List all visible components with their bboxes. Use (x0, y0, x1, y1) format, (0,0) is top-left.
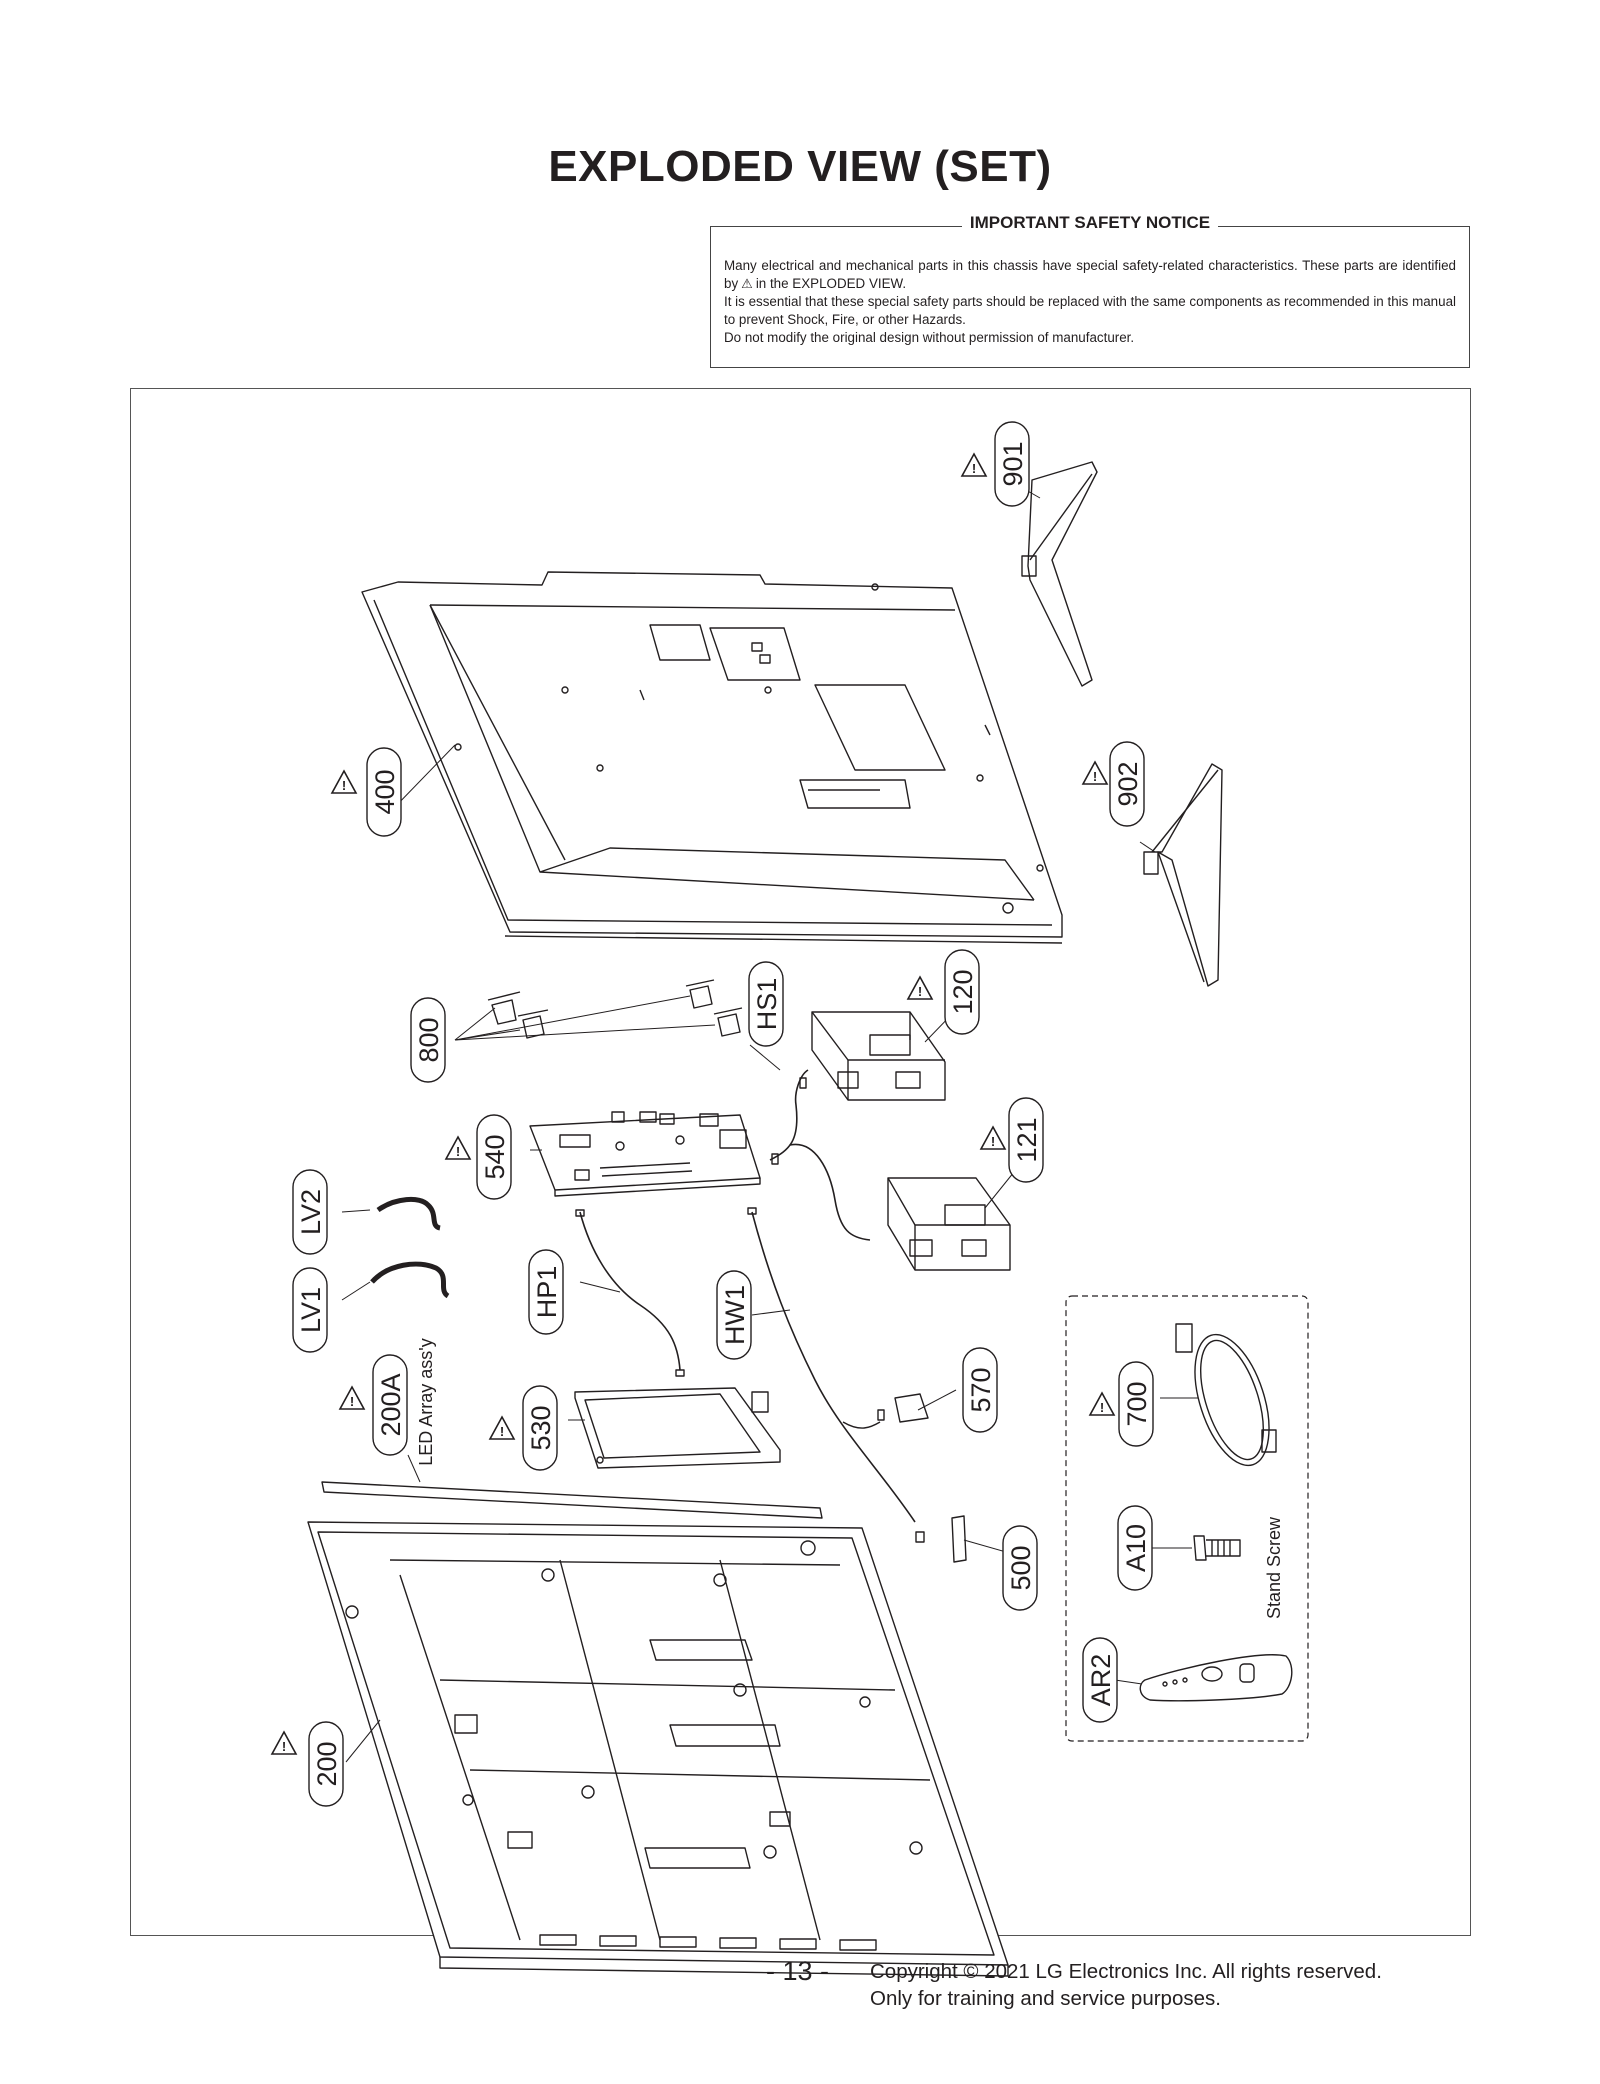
part-label-200a: 200A (372, 1354, 408, 1456)
part-label-570: 570 (962, 1347, 998, 1433)
power-board-120-drawing (811, 1011, 946, 1101)
board-530-drawing (574, 1387, 781, 1469)
clips-800-drawing (487, 979, 743, 1039)
part-label-121: 121 (1008, 1097, 1044, 1183)
svg-text:200: 200 (312, 1741, 342, 1786)
svg-text:500: 500 (1006, 1545, 1036, 1590)
screw-a10-drawing (1193, 1535, 1241, 1561)
svg-text:HS1: HS1 (752, 978, 782, 1031)
part-label-902: 902 (1109, 741, 1145, 827)
cable-lv1-drawing (370, 1261, 450, 1299)
part-label-400: 400 (366, 747, 402, 837)
safety-notice-line1-suffix: in the EXPLODED VIEW. (755, 276, 907, 291)
svg-text:800: 800 (414, 1017, 444, 1062)
svg-text:570: 570 (966, 1367, 996, 1412)
svg-text:A10: A10 (1121, 1524, 1151, 1572)
part-label-hp1: HP1 (528, 1249, 564, 1335)
svg-text:540: 540 (480, 1134, 510, 1179)
copyright-block: Copyright © 2021 LG Electronics Inc. All… (870, 1958, 1382, 2012)
remote-ar2-drawing (1139, 1654, 1293, 1702)
part-label-200: 200 (308, 1721, 344, 1807)
svg-text:121: 121 (1012, 1117, 1042, 1162)
part-label-800: 800 (410, 997, 446, 1083)
part-label-hw1: HW1 (716, 1270, 752, 1360)
cable-hw1-drawing (751, 1211, 916, 1523)
copyright-text: Copyright © 2021 LG Electronics Inc. All… (870, 1960, 1382, 1983)
page-number: - 13 - (766, 1956, 830, 1986)
svg-text:400: 400 (370, 769, 400, 814)
cable-lv2-drawing (376, 1196, 441, 1231)
part-500-drawing (951, 1515, 967, 1563)
main-board-540-drawing (529, 1111, 761, 1197)
svg-text:120: 120 (948, 969, 978, 1014)
stand-902-drawing (1143, 763, 1223, 987)
back-cover-drawing (361, 571, 1063, 944)
power-board-121-drawing (887, 1177, 1011, 1271)
safety-notice-line2: It is essential that these special safet… (724, 294, 1456, 327)
svg-text:901: 901 (998, 441, 1028, 486)
safety-notice-heading: IMPORTANT SAFETY NOTICE (961, 213, 1219, 232)
svg-text:700: 700 (1122, 1381, 1152, 1426)
safety-notice-box: IMPORTANT SAFETY NOTICE Many electrical … (710, 213, 1470, 368)
svg-text:902: 902 (1113, 761, 1143, 806)
svg-text:AR2: AR2 (1086, 1654, 1116, 1707)
svg-text:530: 530 (526, 1405, 556, 1450)
part-label-lv2: LV2 (292, 1169, 328, 1255)
safety-notice-line3: Do not modify the original design withou… (724, 330, 1135, 345)
stand-screw-caption: Stand Screw (1264, 1516, 1284, 1619)
part-label-530: 530 (522, 1385, 558, 1471)
safety-notice-line1: Many electrical and mechanical parts in … (724, 258, 1456, 291)
power-cord-700-drawing (1175, 1323, 1277, 1467)
page-title: EXPLODED VIEW (SET) (548, 142, 1052, 191)
led-array-drawing (321, 1481, 823, 1519)
part-label-901: 901 (994, 421, 1030, 507)
accessory-box (1065, 1295, 1309, 1742)
svg-text:LV2: LV2 (296, 1189, 326, 1235)
part-label-700: 700 (1118, 1361, 1154, 1447)
svg-text:LV1: LV1 (296, 1287, 326, 1333)
svg-text:HW1: HW1 (720, 1285, 750, 1345)
module-200-drawing (307, 1521, 1009, 1977)
warning-triangle-icon: ⚠ (741, 276, 753, 291)
board-570-drawing (894, 1393, 929, 1423)
cable-hp1-drawing (579, 1211, 681, 1371)
stand-901-drawing (1021, 461, 1098, 687)
purpose-text: Only for training and service purposes. (870, 1987, 1221, 2010)
safety-notice-text: Many electrical and mechanical parts in … (724, 257, 1456, 347)
svg-text:200A: 200A (376, 1373, 406, 1436)
part-label-hs1: HS1 (748, 961, 784, 1047)
part-label-a10: A10 (1117, 1505, 1153, 1591)
part-label-lv1: LV1 (292, 1267, 328, 1353)
part-label-540: 540 (476, 1114, 512, 1200)
led-array-caption: LED Array ass'y (416, 1338, 436, 1465)
part-label-500: 500 (1002, 1525, 1038, 1611)
part-label-120: 120 (944, 949, 980, 1035)
svg-text:HP1: HP1 (532, 1266, 562, 1319)
part-label-ar2: AR2 (1082, 1637, 1118, 1723)
